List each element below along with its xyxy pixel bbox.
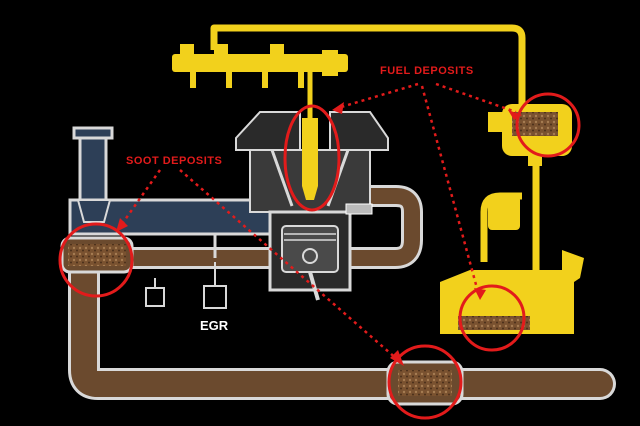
intake-system: [68, 126, 302, 258]
soot-deposits-label: SOOT DEPOSITS: [126, 155, 222, 167]
leader-arrowheads: [116, 102, 522, 366]
exhaust-system: [68, 185, 616, 406]
marker-fuel-tank: [458, 284, 526, 352]
marker-turbo: [58, 222, 134, 298]
fuel-deposits-label: FUEL DEPOSITS: [380, 65, 474, 77]
marker-injector: [283, 104, 341, 212]
egr-label: EGR: [200, 318, 229, 333]
egr-valve: EGR: [145, 262, 229, 333]
leader-lines: [120, 82, 517, 361]
deposit-markers: [58, 92, 581, 420]
marker-catalytic: [387, 344, 463, 420]
fuel-system: [172, 24, 584, 334]
fuel-injector: [302, 118, 318, 200]
fuel-common-rail: [172, 54, 348, 72]
marker-fuel-pump: [515, 92, 581, 158]
fuel-pump: [488, 104, 572, 166]
